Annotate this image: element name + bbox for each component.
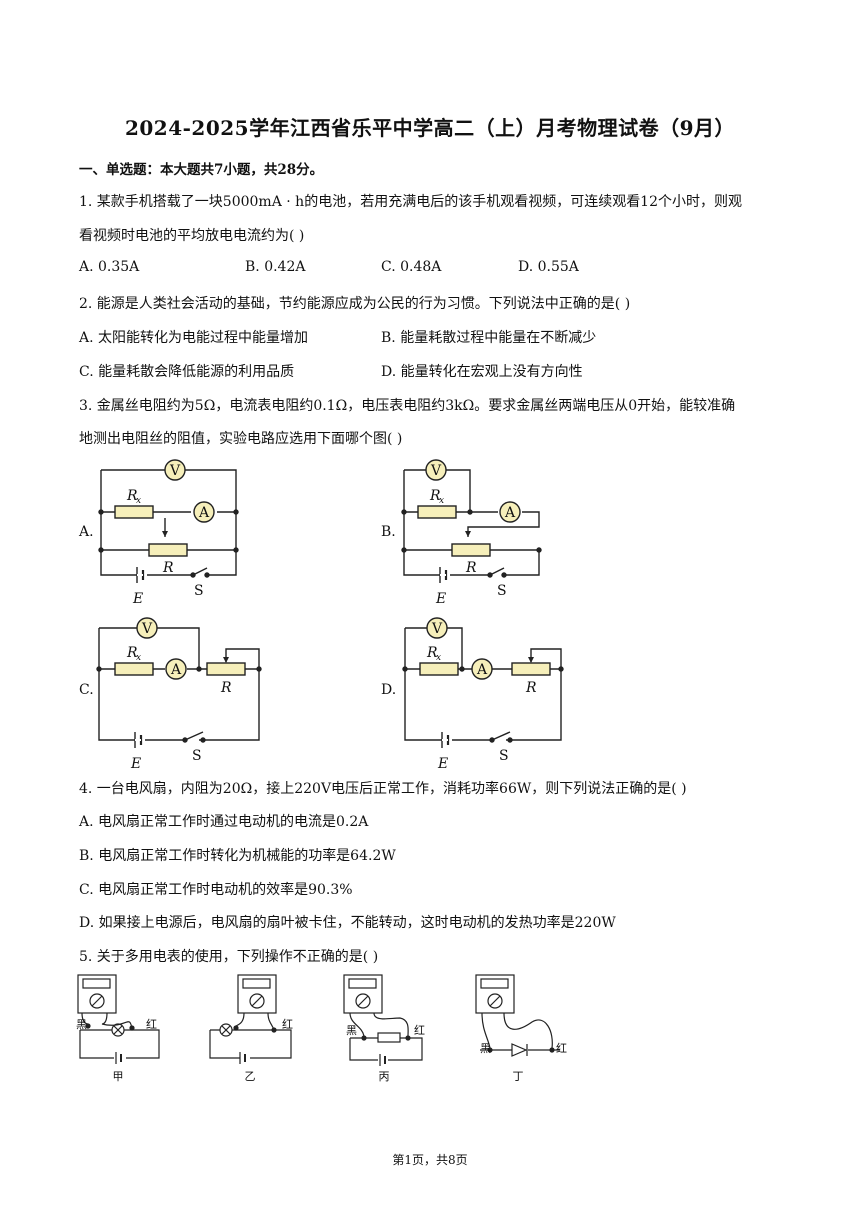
probe-black-label: 黑	[480, 1042, 491, 1055]
q4-stem: 4. 一台电风扇，内阻为20Ω，接上220V电压后正常工作，消耗功率66W，则下…	[79, 781, 687, 797]
multimeter-figure-ding: 黑 红 丁	[475, 974, 567, 1083]
q2-option-b: B. 能量耗散过程中能量在不断减少	[381, 330, 597, 346]
q3-figure-label-a: A.	[79, 524, 94, 540]
circuit-diagram-d: V A R x R E S	[402, 617, 564, 772]
switch-symbol: S	[194, 583, 204, 599]
q5-stem: 5. 关于多用电表的使用，下列操作不正确的是( )	[79, 949, 379, 965]
voltmeter-symbol: V	[431, 621, 443, 637]
circuit-diagram-a: V A R x R E S	[98, 459, 239, 607]
q1-stem-line1: 1. 某款手机搭载了一块5000mA · h的电池，若用充满电后的该手机观看视频…	[79, 194, 743, 210]
probe-red-label: 红	[146, 1018, 157, 1031]
rx-subscript: x	[136, 496, 141, 506]
voltmeter-symbol: V	[141, 621, 153, 637]
figure-caption-jia: 甲	[113, 1070, 124, 1083]
ammeter-symbol: A	[476, 662, 488, 678]
q3-figure-label-d: D.	[381, 682, 397, 698]
figure-caption-ding: 丁	[513, 1070, 524, 1083]
q4-option-d: D. 如果接上电源后，电风扇的扇叶被卡住，不能转动，这时电动机的发热功率是220…	[79, 915, 616, 931]
q3-figure-label-b: B.	[381, 524, 396, 540]
probe-red-label: 红	[414, 1024, 425, 1037]
q1-option-d: D. 0.55A	[518, 259, 579, 275]
q3-figure-label-c: C.	[79, 682, 94, 698]
probe-black-label: 黑	[76, 1018, 87, 1031]
voltmeter-symbol: V	[169, 463, 181, 479]
figure-caption-yi: 乙	[245, 1070, 256, 1083]
page-footer: 第1页，共8页	[392, 1153, 468, 1167]
q2-option-d: D. 能量转化在宏观上没有方向性	[381, 364, 583, 380]
q2-stem: 2. 能源是人类社会活动的基础，节约能源应成为公民的行为习惯。下列说法中正确的是…	[79, 296, 631, 312]
ammeter-symbol: A	[198, 505, 210, 521]
voltmeter-symbol: V	[430, 463, 442, 479]
page-title: 2024-2025学年江西省乐平中学高二（上）月考物理试卷（9月）	[124, 116, 736, 140]
q1-stem-line2: 看视频时电池的平均放电电流约为( )	[79, 228, 305, 244]
rx-subscript: x	[439, 496, 444, 506]
q3-stem-line1: 3. 金属丝电阻约为5Ω，电流表电阻约0.1Ω，电压表电阻约3kΩ。要求金属丝两…	[79, 398, 736, 414]
emf-symbol: E	[435, 591, 446, 607]
rx-subscript: x	[136, 653, 141, 663]
q4-option-b: B. 电风扇正常工作时转化为机械能的功率是64.2W	[79, 848, 396, 864]
multimeter-figure-yi: 红 乙	[209, 974, 293, 1083]
switch-symbol: S	[499, 748, 509, 764]
q1-option-b: B. 0.42A	[245, 259, 306, 275]
emf-symbol: E	[437, 756, 448, 772]
multimeter-figure-bing: 黑 红 丙	[343, 974, 425, 1083]
rheostat-symbol: R	[220, 680, 232, 696]
q1-option-c: C. 0.48A	[381, 259, 442, 275]
q2-option-a: A. 太阳能转化为电能过程中能量增加	[79, 330, 309, 346]
probe-red-label: 红	[556, 1042, 567, 1055]
q2-option-c: C. 能量耗散会降低能源的利用品质	[79, 364, 295, 380]
q4-option-c: C. 电风扇正常工作时电动机的效率是90.3%	[79, 882, 353, 898]
emf-symbol: E	[130, 756, 141, 772]
section-heading: 一、单选题：本大题共7小题，共28分。	[79, 162, 324, 178]
q3-stem-line2: 地测出电阻丝的阻值，实验电路应选用下面哪个图( )	[79, 431, 403, 447]
rheostat-symbol: R	[162, 560, 174, 576]
circuit-diagram-b: V A R x R E S	[401, 459, 542, 607]
rx-symbol: R	[426, 645, 438, 661]
ammeter-symbol: A	[504, 505, 516, 521]
rx-symbol: R	[126, 645, 138, 661]
probe-red-label: 红	[282, 1018, 293, 1031]
multimeter-figure-jia: 黑 红 甲	[76, 974, 160, 1083]
rx-symbol: R	[126, 488, 138, 504]
switch-symbol: S	[192, 748, 202, 764]
rheostat-symbol: R	[525, 680, 537, 696]
ammeter-symbol: A	[170, 662, 182, 678]
circuit-diagram-c: V A R x R E S	[96, 617, 262, 772]
probe-black-label: 黑	[346, 1024, 357, 1037]
rx-subscript: x	[436, 653, 441, 663]
rheostat-symbol: R	[465, 560, 477, 576]
q1-option-a: A. 0.35A	[79, 259, 140, 275]
switch-symbol: S	[497, 583, 507, 599]
emf-symbol: E	[132, 591, 143, 607]
rx-symbol: R	[429, 488, 441, 504]
figure-caption-bing: 丙	[379, 1070, 390, 1083]
q4-option-a: A. 电风扇正常工作时通过电动机的电流是0.2A	[79, 814, 369, 830]
